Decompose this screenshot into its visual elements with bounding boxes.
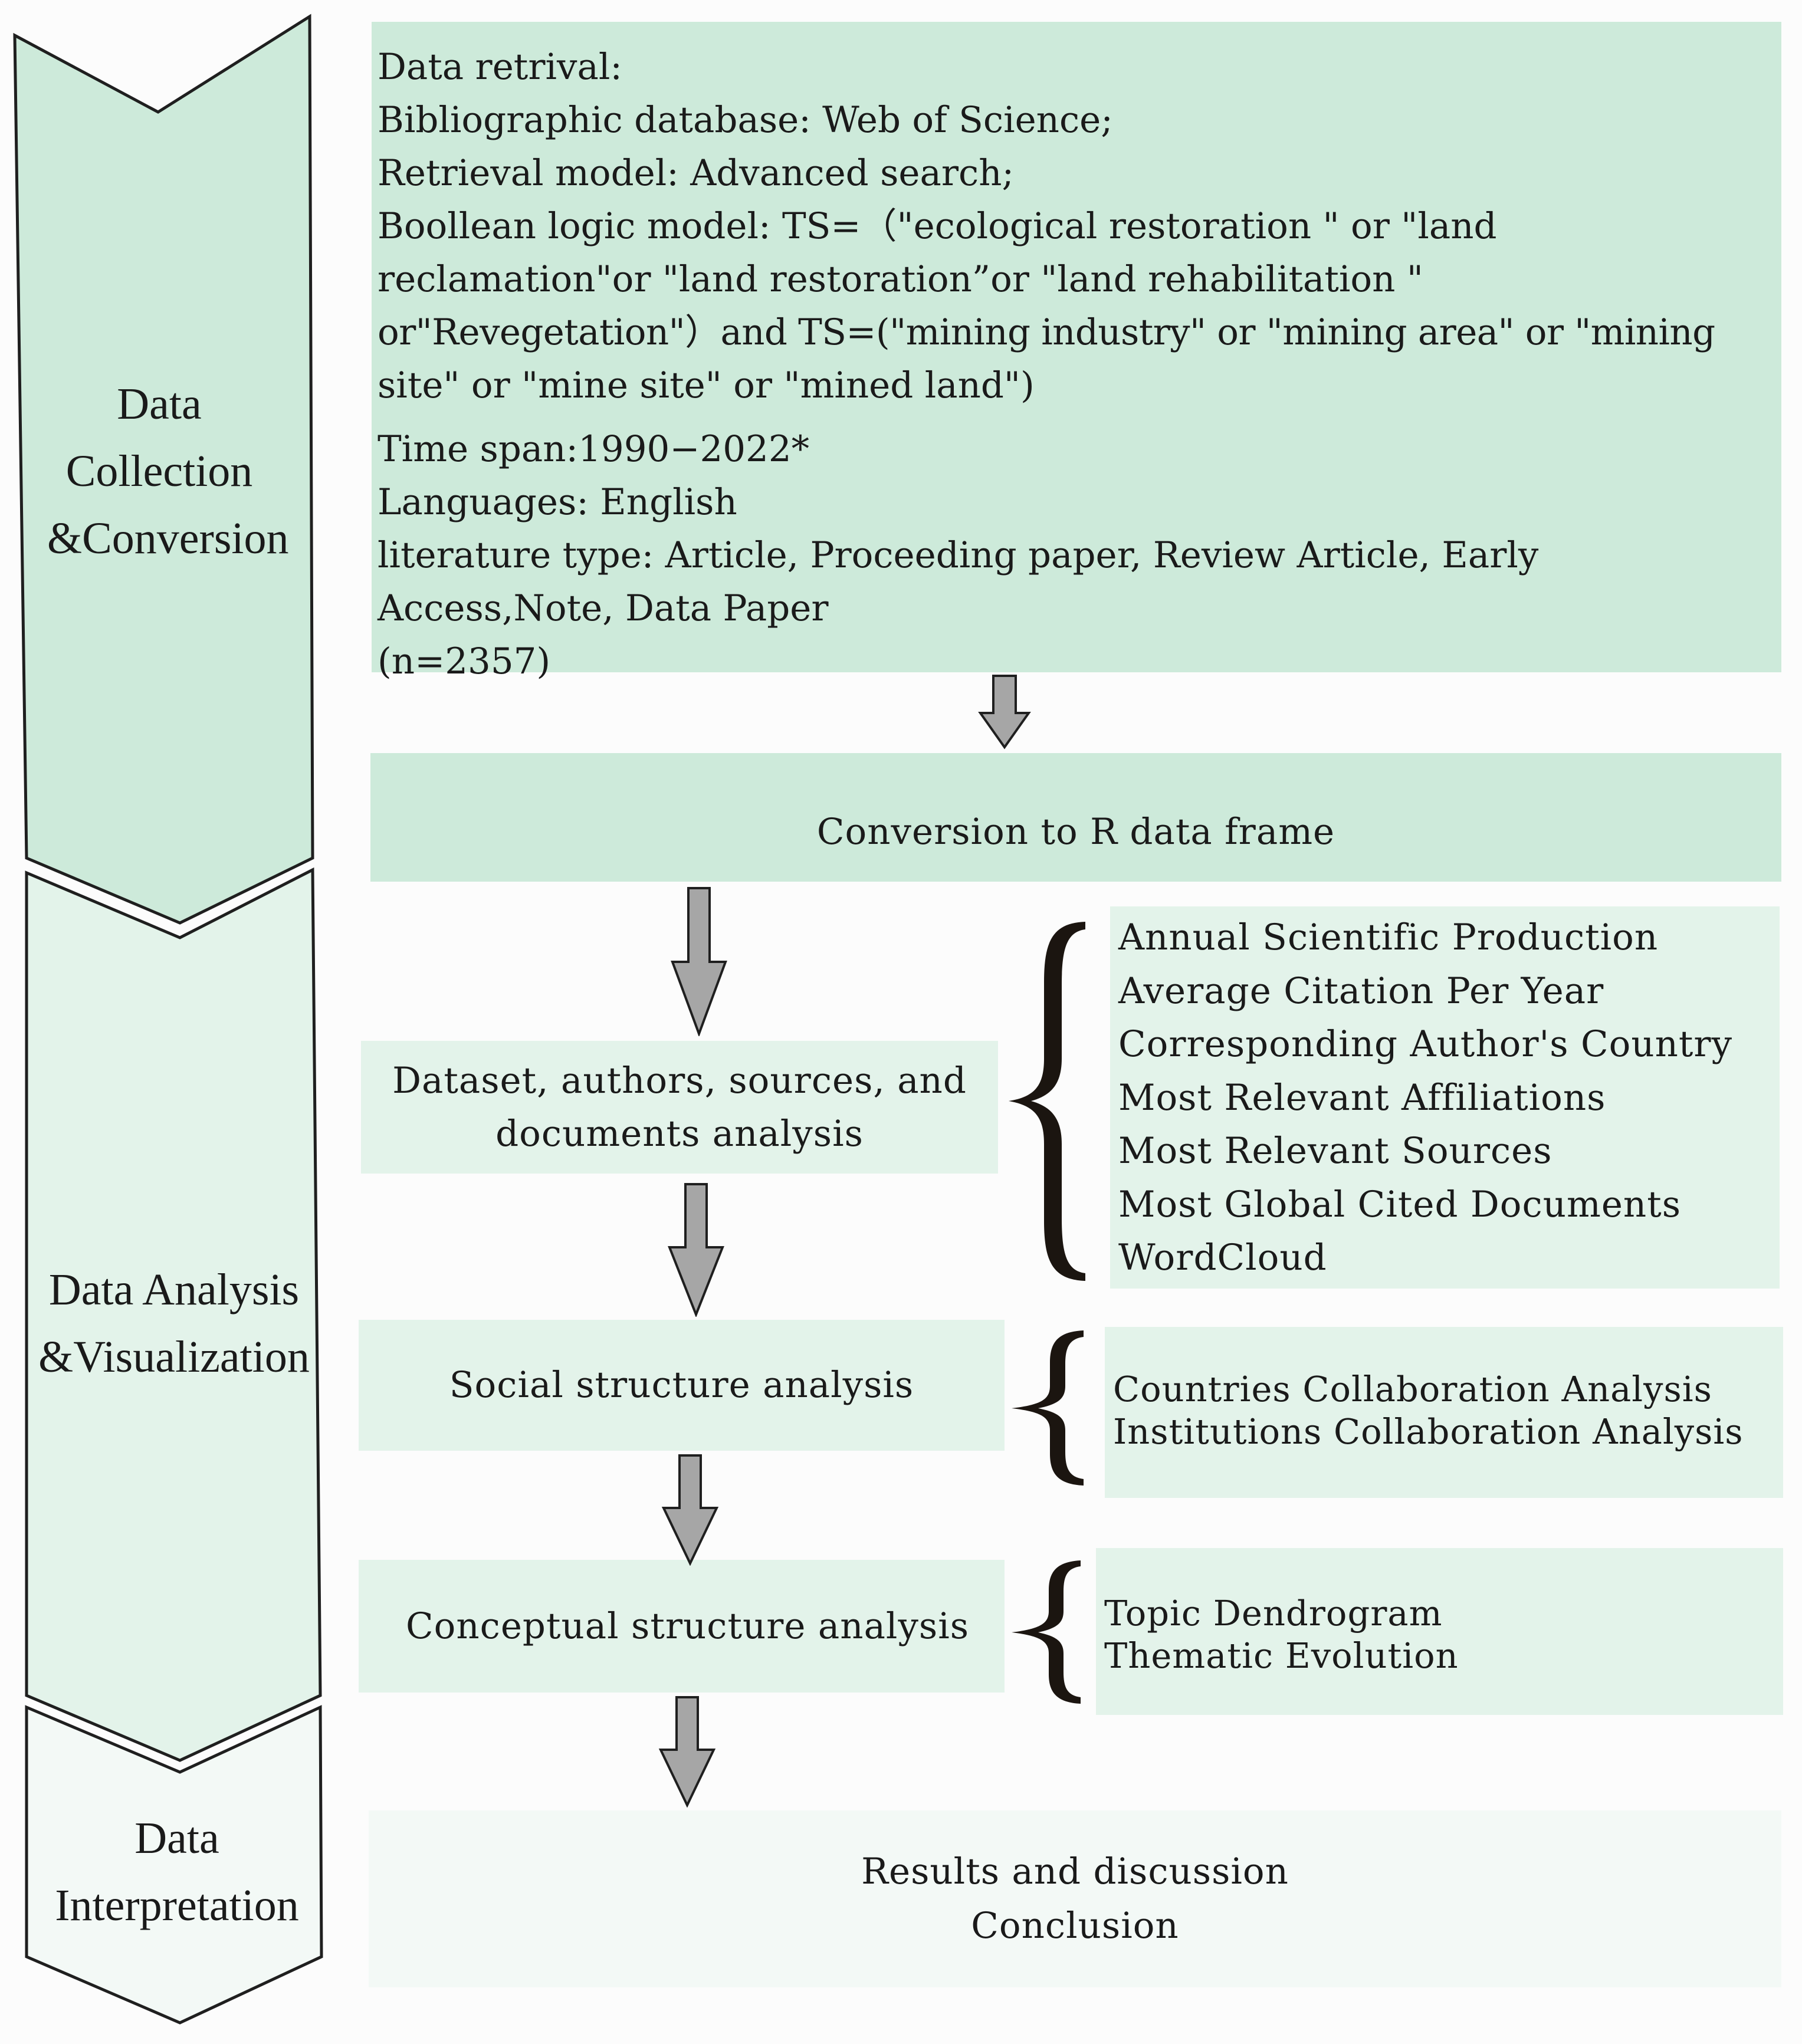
conversion-box: Conversion to R data frame: [370, 753, 1781, 882]
stage-interpretation-label: Data Interpretation: [35, 1805, 319, 1939]
retrieval-line-11: Access,Note, Data Paper: [378, 587, 829, 629]
list-item: WordCloud: [1118, 1237, 1327, 1279]
retrieval-line-12: (n=2357): [378, 640, 551, 682]
dataset-analysis-list: Annual Scientific Production Average Cit…: [1110, 906, 1780, 1289]
stage-analysis-chevron: [25, 867, 322, 1762]
list-item: Most Global Cited Documents: [1118, 1183, 1682, 1225]
stage-analysis-label: Data Analysis &Visualization: [27, 1256, 321, 1391]
list-item: Topic Dendrogram: [1104, 1593, 1443, 1634]
stage-collection-chevron: [13, 14, 314, 925]
conversion-label: Conversion to R data frame: [816, 811, 1335, 853]
social-structure-list: Countries Collaboration Analysis Institu…: [1105, 1327, 1783, 1498]
stage-collection-label: Data Collection &Conversion: [47, 370, 289, 572]
list-item: Most Relevant Affiliations: [1118, 1076, 1606, 1119]
stage-interpretation-chevron: [25, 1705, 323, 2025]
results-box: Results and discussion Conclusion: [369, 1810, 1781, 1987]
dataset-analysis-line2: documents analysis: [495, 1112, 864, 1155]
retrieval-line-10: literature type: Article, Proceeding pap…: [378, 534, 1539, 576]
retrieval-line-5: reclamation"or "land restoration”or "lan…: [378, 258, 1423, 300]
results-line1: Results and discussion: [861, 1851, 1289, 1892]
retrieval-line-1: Data retrival:: [378, 46, 622, 88]
conceptual-structure-label: Conceptual structure analysis: [405, 1605, 970, 1647]
conceptual-brace-icon: [1012, 1560, 1081, 1704]
dataset-brace-icon: [1009, 922, 1085, 1281]
social-structure-box: Social structure analysis: [359, 1320, 1005, 1451]
list-item: Countries Collaboration Analysis: [1113, 1369, 1712, 1409]
social-structure-label: Social structure analysis: [449, 1364, 914, 1406]
retrieval-line-9: Languages: English: [378, 481, 737, 523]
dataset-analysis-line1: Dataset, authors, sources, and: [392, 1059, 967, 1102]
dataset-analysis-box: Dataset, authors, sources, and documents…: [361, 1041, 998, 1174]
list-item: Average Citation Per Year: [1118, 970, 1604, 1012]
stage-collection-label-line2: Collection: [65, 446, 253, 496]
stage-chevrons: [13, 14, 323, 2025]
list-item: Thematic Evolution: [1104, 1635, 1459, 1676]
retrieval-line-7: site" or "mine site" or "mined land"): [378, 364, 1035, 406]
down-arrow-icon: [668, 1183, 724, 1317]
list-item: Annual Scientific Production: [1118, 916, 1659, 958]
retrieval-line-2: Bibliographic database: Web of Science;: [378, 99, 1113, 141]
retrieval-line-3: Retrieval model: Advanced search;: [378, 152, 1015, 194]
down-arrow-icon: [978, 675, 1031, 750]
retrieval-line-6: or"Revegetation"）and TS=("mining industr…: [378, 311, 1715, 353]
results-line2: Conclusion: [971, 1905, 1179, 1947]
list-item: Corresponding Author's Country: [1118, 1023, 1733, 1065]
stage-collection-label-line1: Data: [117, 379, 202, 429]
stage-analysis-label-line1: Data Analysis: [48, 1265, 300, 1315]
social-brace-icon: [1012, 1330, 1084, 1486]
stage-interpretation-label-line2: Interpretation: [55, 1881, 299, 1930]
down-arrow-icon: [658, 1696, 716, 1808]
down-arrow-icon: [671, 887, 727, 1036]
stage-analysis-label-line2: &Visualization: [38, 1332, 310, 1382]
stage-collection-label-line3: &Conversion: [47, 514, 289, 563]
list-item: Institutions Collaboration Analysis: [1113, 1411, 1744, 1452]
stage-interpretation-label-line1: Data: [134, 1813, 219, 1863]
list-item: Most Relevant Sources: [1118, 1130, 1552, 1172]
down-arrow-icon: [661, 1454, 719, 1566]
retrieval-line-8: Time span:1990−2022*: [378, 428, 810, 470]
conceptual-structure-box: Conceptual structure analysis: [359, 1560, 1005, 1693]
conceptual-structure-list: Topic Dendrogram Thematic Evolution: [1096, 1548, 1783, 1715]
retrieval-criteria-box: Data retrival: Bibliographic database: W…: [372, 22, 1781, 682]
retrieval-line-4: Boollean logic model: TS=（"ecological re…: [378, 205, 1497, 247]
